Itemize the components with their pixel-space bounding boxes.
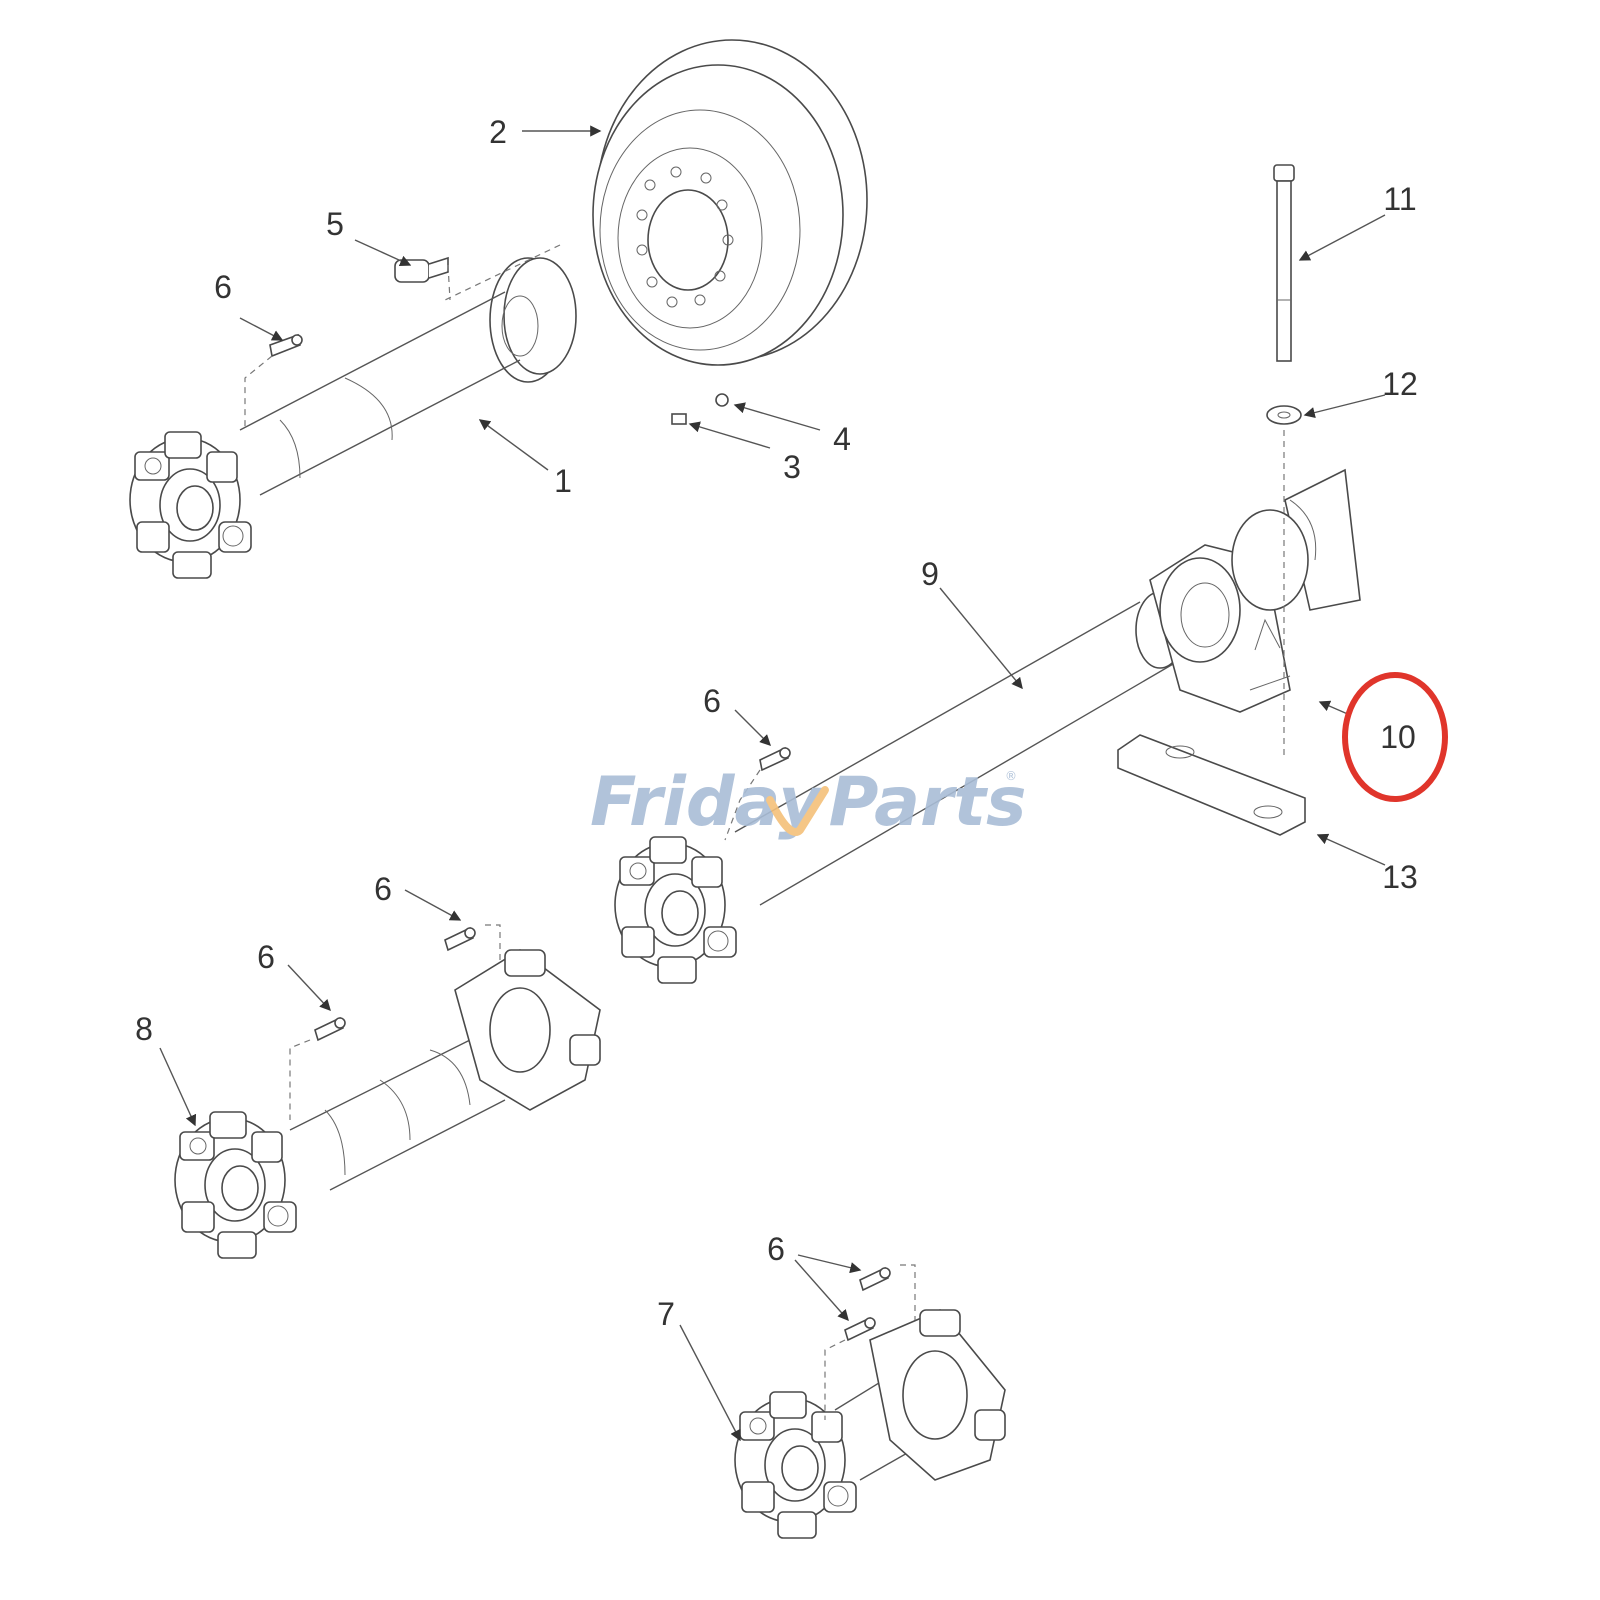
callout-6-d: 6 xyxy=(257,939,275,975)
washer-part-12 xyxy=(1266,405,1302,760)
callout-7: 7 xyxy=(657,1296,675,1332)
highlight-ring xyxy=(1342,672,1448,802)
pin-part-6-e xyxy=(859,1264,916,1320)
callout-12: 12 xyxy=(1382,366,1418,402)
pin-part-6-f xyxy=(824,1316,876,1420)
callout-10: 10 xyxy=(1380,719,1416,755)
callout-2: 2 xyxy=(489,114,507,150)
callout-13: 13 xyxy=(1382,859,1418,895)
watermark-logo: FridayParts ® xyxy=(590,763,1027,842)
callout-11: 11 xyxy=(1383,181,1416,217)
pin-part-6-a xyxy=(244,333,303,430)
flywheel-part-2 xyxy=(592,39,868,366)
callout-8: 8 xyxy=(135,1011,153,1047)
svg-text:FridayParts: FridayParts xyxy=(590,763,1027,842)
pin-part-6-c xyxy=(444,924,501,960)
callout-6-a: 6 xyxy=(214,269,232,305)
callout-9: 9 xyxy=(921,556,939,592)
coupling-part-7 xyxy=(734,1309,1006,1539)
callout-1: 1 xyxy=(554,463,572,499)
callout-5: 5 xyxy=(326,206,344,242)
callout-3: 3 xyxy=(783,449,801,485)
registered-mark: ® xyxy=(1005,769,1017,783)
watermark-accent-swoosh xyxy=(766,786,829,836)
bracket-part-13 xyxy=(1117,734,1306,836)
bolt-part-5 xyxy=(394,256,451,301)
bolt-part-11 xyxy=(1273,164,1295,362)
shaft-part-1 xyxy=(129,244,577,579)
nut-part-3 xyxy=(671,413,687,425)
callout-6-b: 6 xyxy=(703,683,721,719)
leader-lines xyxy=(159,125,1386,1442)
pin-part-6-b xyxy=(724,746,791,841)
washer-part-4 xyxy=(715,393,729,407)
callout-4: 4 xyxy=(833,421,851,457)
callout-6-c: 6 xyxy=(374,871,392,907)
watermark-text-parts: Parts xyxy=(829,763,1027,842)
bearing-part-10 xyxy=(1149,468,1361,713)
callout-6-e: 6 xyxy=(767,1231,785,1267)
shaft-part-8 xyxy=(174,949,601,1259)
pin-part-6-d xyxy=(289,1016,346,1120)
